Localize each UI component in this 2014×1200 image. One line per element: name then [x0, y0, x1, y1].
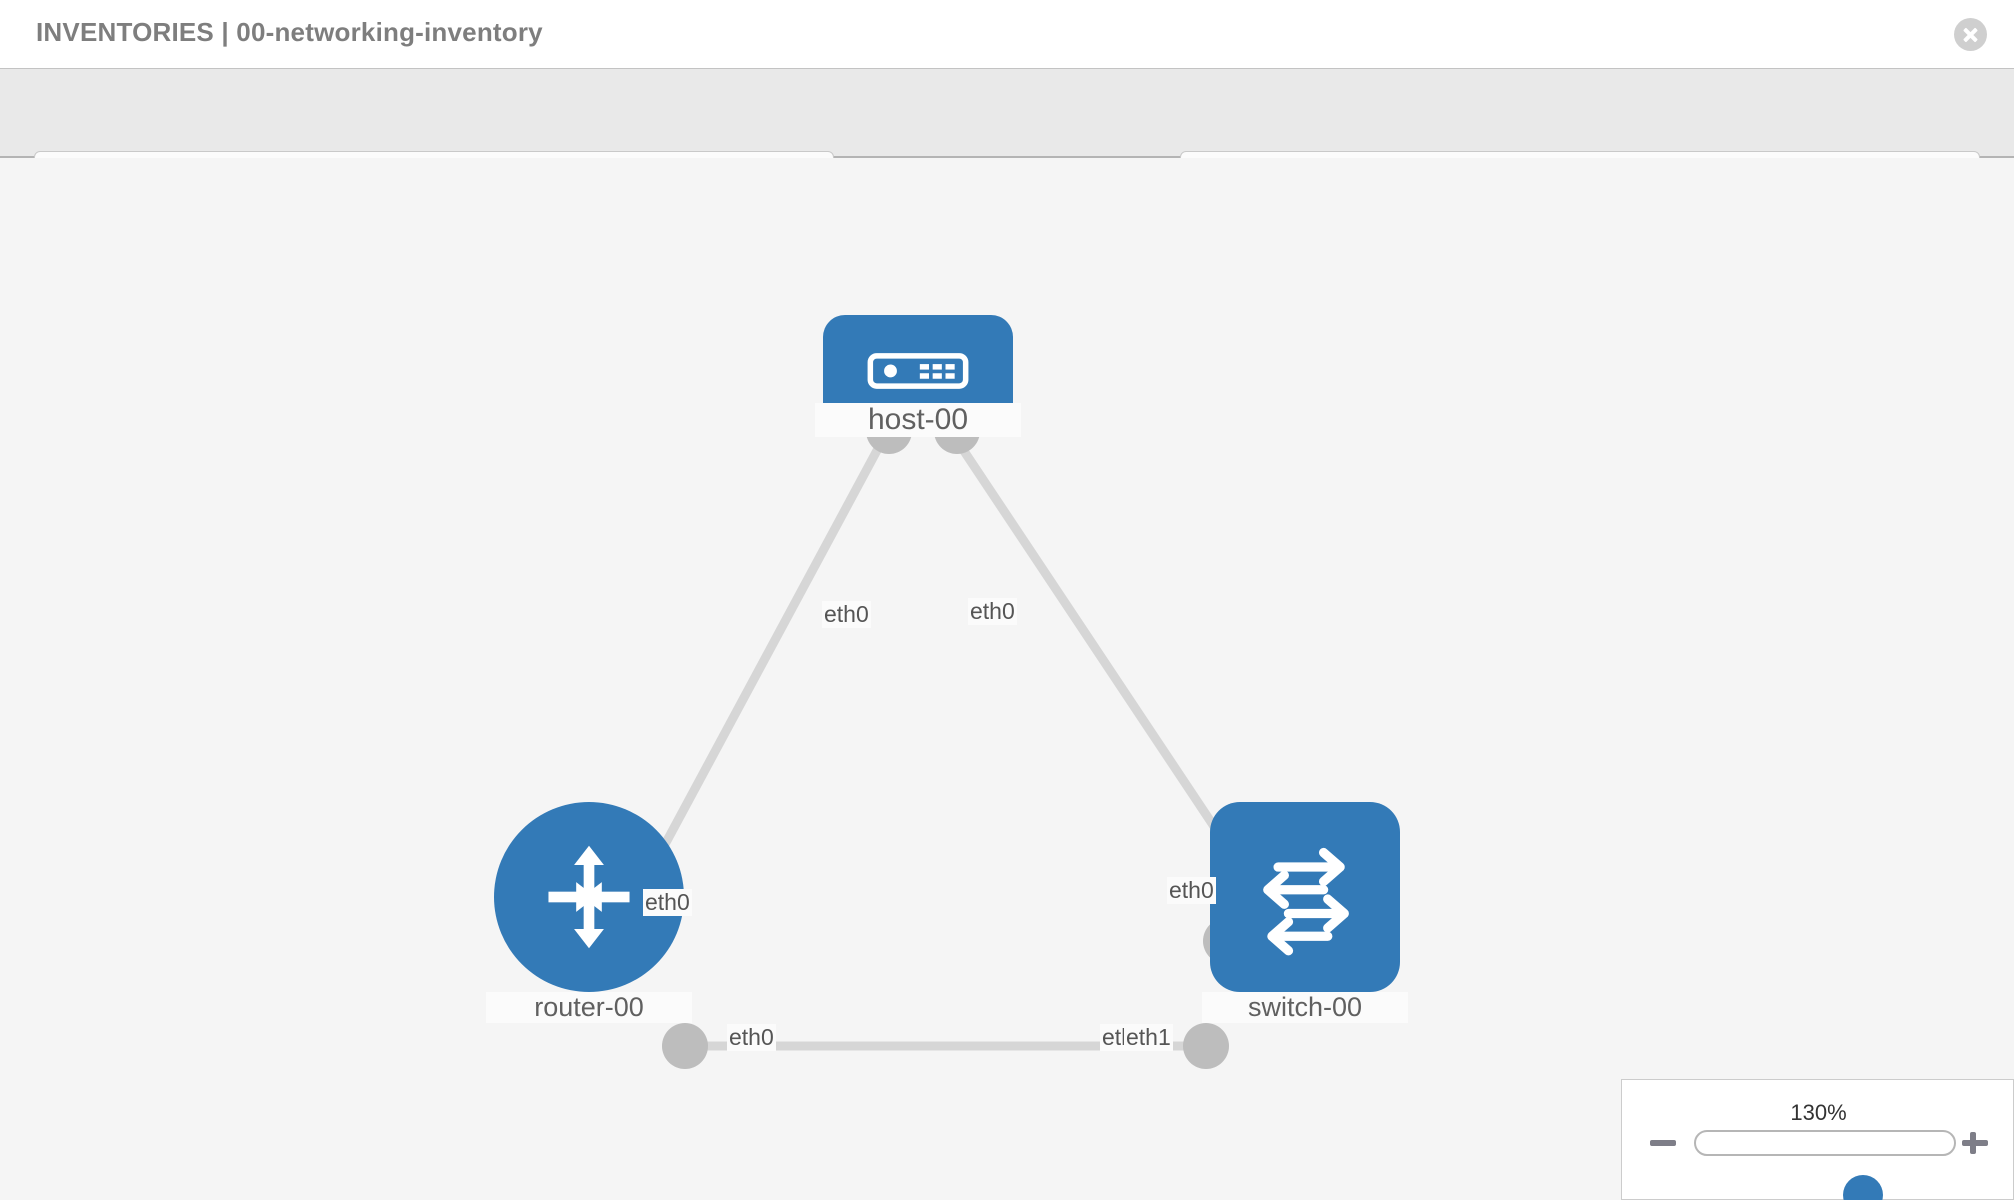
page-header: INVENTORIES | 00-networking-inventory	[0, 0, 2014, 69]
zoom-out-button[interactable]	[1648, 1128, 1678, 1158]
edge-label-host-left: eth0	[822, 601, 871, 628]
close-icon[interactable]	[1954, 18, 1987, 51]
topology-links	[644, 427, 1239, 1051]
topology-graph: host-00	[0, 158, 2014, 1200]
router-arrows-icon	[548, 845, 630, 949]
edge-label-switch-left-b: eth1	[1124, 1024, 1173, 1051]
node-host-00-label: host-00	[815, 403, 1021, 437]
edge-label-host-right: eth0	[968, 598, 1017, 625]
zoom-level-label: 130%	[1790, 1100, 1847, 1125]
zoom-in-button[interactable]	[1960, 1128, 1990, 1158]
topology-canvas[interactable]: host-00	[0, 158, 2014, 1200]
link-host-router	[644, 427, 892, 879]
nub-switch-left[interactable]	[1183, 1023, 1229, 1069]
edge-label-router-up: eth0	[643, 889, 692, 916]
toolbar: ACTIONS SEARCH	[0, 69, 2014, 203]
server-icon	[867, 352, 969, 389]
node-switch-00-shape[interactable]	[1210, 802, 1400, 992]
zoom-slider-thumb[interactable]	[1843, 1175, 1883, 1200]
switch-arrows-icon	[1263, 847, 1349, 956]
node-router-00-label: router-00	[486, 992, 692, 1023]
edge-label-router-right: eth0	[727, 1024, 776, 1051]
edge-label-switch-up: eth0	[1167, 877, 1216, 904]
page-title: INVENTORIES | 00-networking-inventory	[36, 17, 543, 47]
zoom-control-panel: 130%	[1621, 1079, 2014, 1200]
nub-router-right[interactable]	[662, 1023, 708, 1069]
zoom-slider-track[interactable]	[1694, 1130, 1956, 1200]
node-switch-00-label: switch-00	[1202, 992, 1408, 1023]
link-host-switch	[946, 427, 1239, 861]
